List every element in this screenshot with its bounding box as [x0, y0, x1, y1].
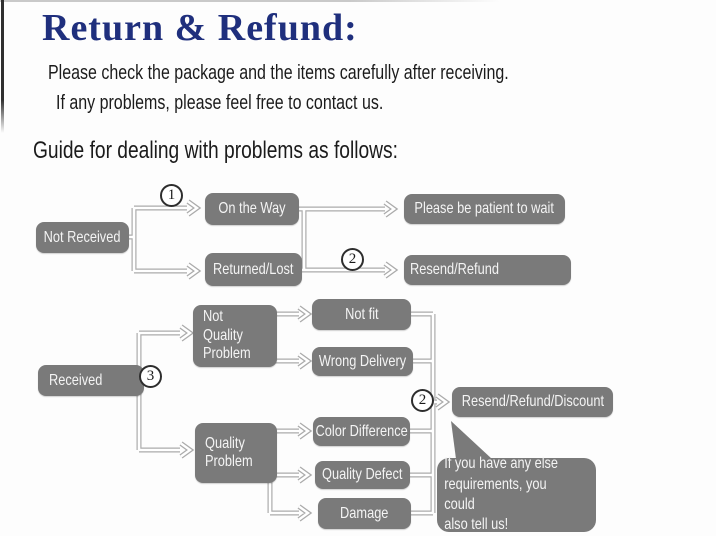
- flow-node-color-difference: Color Difference: [313, 417, 410, 446]
- step-marker-2: 2: [341, 248, 364, 271]
- bubble-tail: [451, 421, 492, 459]
- flow-node-returned-lost: Returned/Lost: [205, 253, 302, 286]
- page-title: Return & Refund:: [42, 7, 358, 49]
- intro-line-1: Please check the package and the items c…: [48, 62, 509, 84]
- note-speech-bubble: If you have any else requirements, you c…: [437, 455, 596, 533]
- flow-node-resend-refund-discount: Resend/Refund/Discount: [452, 387, 613, 417]
- photo-left-edge: [1, 0, 4, 133]
- flow-node-received: Received: [38, 365, 144, 396]
- step-marker-3: 3: [139, 365, 162, 388]
- guide-heading: Guide for dealing with problems as follo…: [33, 137, 398, 164]
- flow-node-not-fit: Not fit: [312, 299, 411, 330]
- flow-node-not-quality-problem: Not Quality Problem: [193, 305, 277, 367]
- flow-node-please-wait: Please be patient to wait: [404, 194, 565, 224]
- flow-node-wrong-delivery: Wrong Delivery: [312, 347, 413, 376]
- flow-node-resend-refund: Resend/Refund: [404, 255, 571, 285]
- flow-node-quality-problem: Quality Problem: [195, 423, 277, 483]
- intro-line-2: If any problems, please feel free to con…: [56, 92, 384, 114]
- flow-node-damage: Damage: [318, 498, 411, 529]
- step-marker-1: 1: [160, 184, 183, 207]
- flow-node-quality-defect: Quality Defect: [315, 461, 410, 489]
- arrowhead-icons: [179, 199, 451, 522]
- flow-node-not-received: Not Received: [36, 222, 129, 253]
- flow-node-on-the-way: On the Way: [205, 193, 299, 225]
- step-marker-2b: 2: [411, 389, 434, 412]
- photo-top-edge: [0, 0, 500, 2]
